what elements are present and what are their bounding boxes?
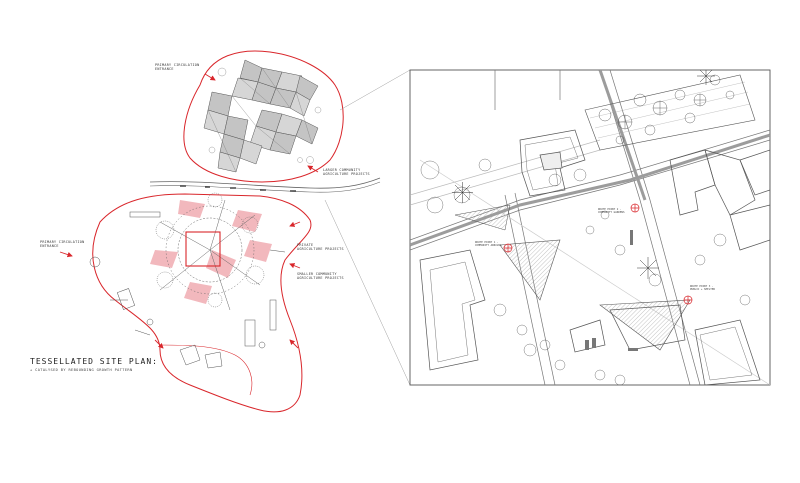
page-title: TESSELLATED SITE PLAN:	[30, 357, 158, 366]
community-garden-plot	[499, 239, 561, 301]
smaller-community-cluster	[155, 192, 265, 311]
overall-site-plan	[59, 50, 411, 413]
site-buildings	[89, 211, 286, 369]
label-primary-entrance-top: PRIMARY CIRCULATION ENTRANCE	[155, 63, 200, 72]
larger-community-roof-cluster	[203, 59, 319, 173]
tree-avenue	[598, 74, 735, 145]
entrance-arrows	[59, 73, 319, 349]
label-larger-community: LARGER COMMUNITY AGRICULTURE PROJECTS	[323, 168, 370, 177]
sculpture-markers	[452, 70, 715, 279]
detail-trees	[420, 158, 751, 385]
lower-site-boundary	[92, 193, 312, 413]
page-subtitle: + CATALYSED BY REBOUNDING GROWTH PATTERN	[30, 368, 133, 372]
detail-focus-box	[185, 231, 221, 267]
detail-connector	[324, 69, 411, 386]
label-private: PRIVATE AGRICULTURE PROJECTS	[297, 243, 344, 252]
private-agriculture-plots	[150, 200, 272, 304]
main-road-spine	[410, 133, 770, 247]
label-primary-entrance-left: PRIMARY CIRCULATION ENTRANCE	[40, 240, 85, 249]
route-point-1-label: ROUTE POINT 1 - COMMUNITY ARRIVAL	[475, 241, 502, 247]
route-point-3-label: ROUTE POINT 3 - PUBLIC + SHELTER	[690, 285, 715, 291]
detail-site-plan	[409, 69, 771, 386]
route-point-markers	[503, 203, 693, 305]
route-point-2-label: ROUTE POINT 2 - COMMUNITY GARDENS	[598, 208, 625, 214]
site-road	[149, 177, 381, 189]
label-smaller-community: SMALLER COMMUNITY AGRICULTURE PROJECTS	[297, 272, 344, 281]
upper-site-boundary	[183, 50, 344, 183]
detail-buildings	[419, 129, 770, 385]
